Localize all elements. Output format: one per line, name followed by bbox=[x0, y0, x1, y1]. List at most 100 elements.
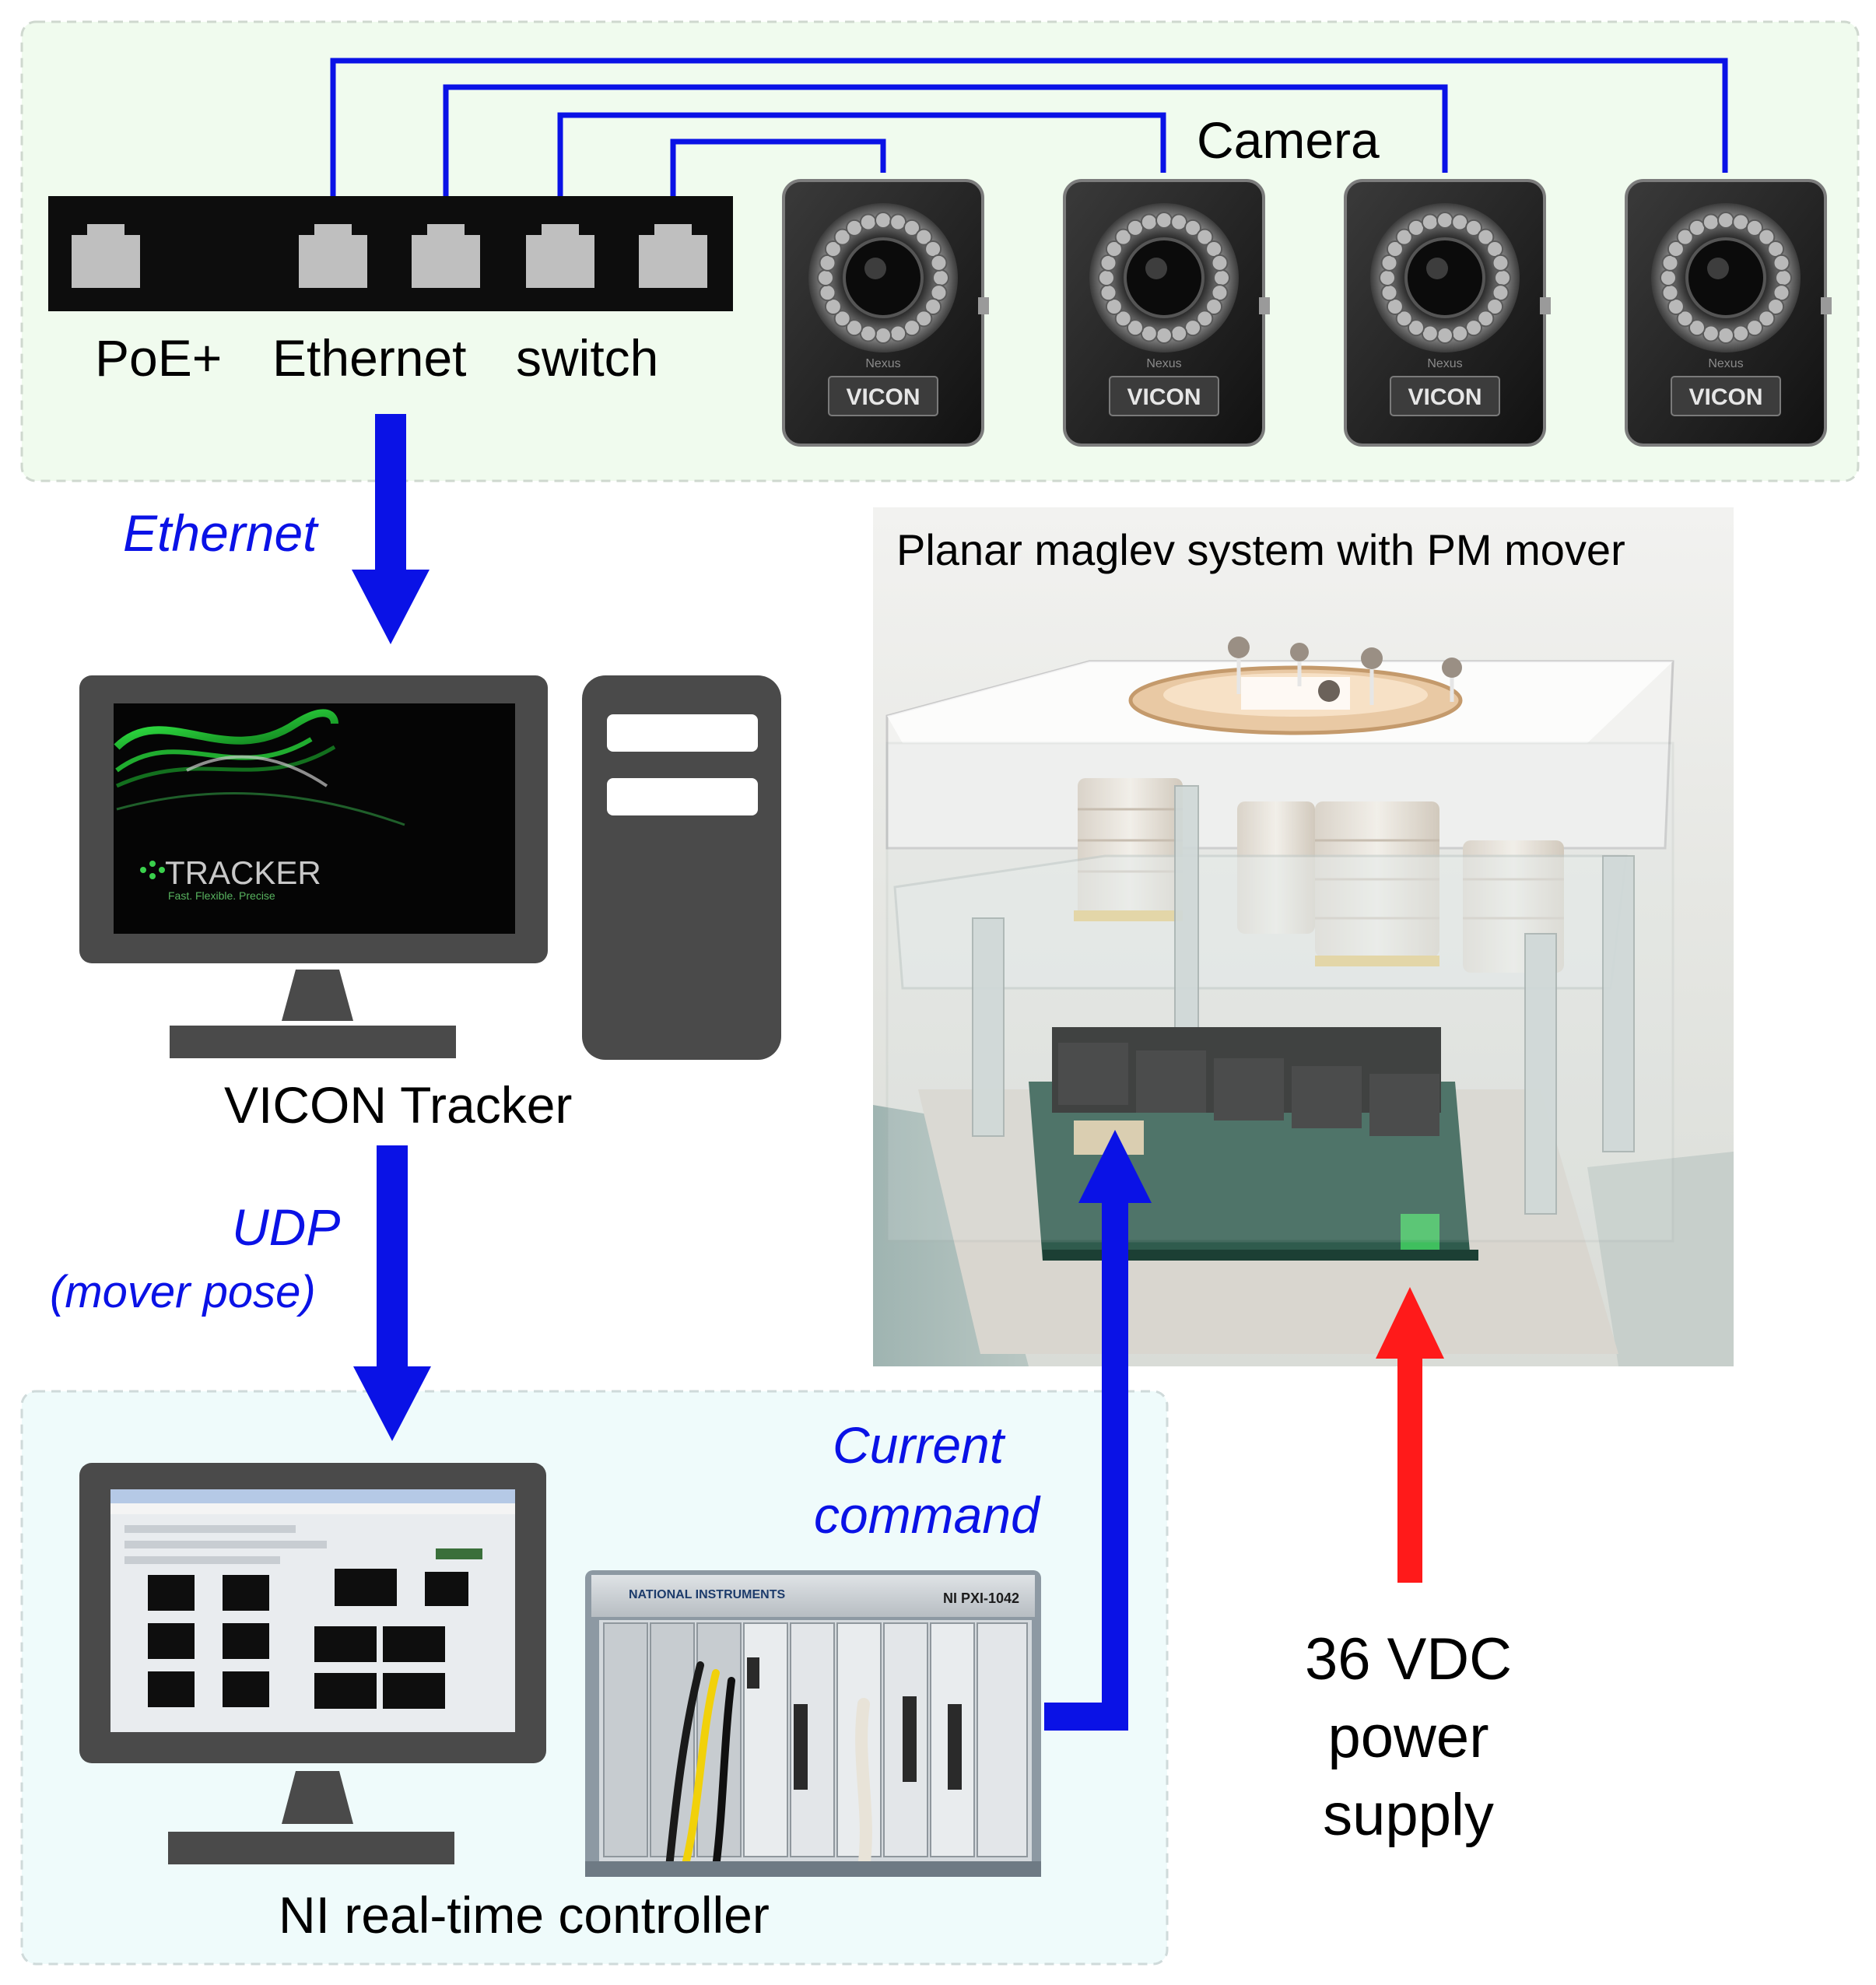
led bbox=[859, 213, 877, 231]
switch-body bbox=[48, 196, 733, 311]
camera-model: Nexus bbox=[1146, 357, 1181, 370]
led bbox=[1386, 240, 1404, 258]
camera-label: Camera bbox=[1197, 111, 1380, 169]
udp-arrow bbox=[353, 1145, 431, 1441]
camera-lens bbox=[1124, 237, 1204, 318]
led bbox=[932, 269, 949, 286]
tracker-logo: TRACKER bbox=[165, 854, 321, 891]
camera-mount bbox=[1540, 297, 1551, 314]
led bbox=[1676, 228, 1694, 246]
led bbox=[924, 298, 942, 315]
led bbox=[1451, 324, 1469, 342]
led bbox=[915, 228, 933, 246]
led bbox=[1205, 298, 1223, 315]
camera-badge bbox=[1109, 376, 1219, 416]
maglev-photo: Planar maglev system with PM mover bbox=[873, 507, 1734, 1366]
current-label: Current bbox=[833, 1416, 1006, 1474]
ni-controller-label: NI real-time controller bbox=[279, 1886, 770, 1944]
led bbox=[1380, 284, 1398, 302]
led bbox=[1746, 219, 1763, 237]
switch-ports bbox=[72, 224, 707, 288]
led bbox=[903, 219, 920, 237]
led bbox=[1660, 269, 1677, 286]
floor-right bbox=[1587, 1152, 1734, 1366]
camera-cables bbox=[330, 58, 1728, 222]
led bbox=[1395, 228, 1413, 246]
camera-model: Nexus bbox=[1427, 357, 1462, 370]
led bbox=[1477, 228, 1495, 246]
led bbox=[1421, 213, 1439, 231]
led bbox=[1732, 324, 1750, 342]
vicon-pc: TRACKER Fast. Flexible. Precise bbox=[79, 675, 781, 1060]
tracker-tagline: Fast. Flexible. Precise bbox=[168, 889, 275, 902]
power-label-3: supply bbox=[1323, 1782, 1494, 1848]
tower-bay-1 bbox=[607, 714, 758, 752]
cable-camera-3 bbox=[443, 84, 1448, 222]
command-label: command bbox=[814, 1486, 1041, 1544]
maglev-title: Planar maglev system with PM mover bbox=[896, 525, 1625, 574]
led bbox=[846, 319, 863, 337]
ni-pxi-chassis: NATIONAL INSTRUMENTS NI PXI-1042 bbox=[585, 1570, 1041, 1877]
poe-label: PoE+ bbox=[95, 329, 222, 387]
tracking-markers bbox=[1228, 637, 1462, 705]
camera-mount bbox=[978, 297, 989, 314]
lens-glint bbox=[1426, 258, 1448, 279]
led bbox=[915, 310, 933, 328]
led bbox=[1155, 327, 1173, 344]
led bbox=[1140, 213, 1158, 231]
camera-brand: VICON bbox=[1127, 384, 1201, 410]
led bbox=[1767, 298, 1785, 315]
led bbox=[1408, 319, 1425, 337]
ethernet-arrow bbox=[352, 414, 430, 644]
camera-lens bbox=[1404, 237, 1485, 318]
led bbox=[1436, 212, 1453, 229]
pxi-cables bbox=[665, 1661, 872, 1874]
led bbox=[930, 254, 948, 272]
tower-bay-2 bbox=[607, 778, 758, 815]
ethernet-label: Ethernet bbox=[272, 329, 467, 387]
camera-badge bbox=[1390, 376, 1500, 416]
led bbox=[1477, 310, 1495, 328]
power-label-1: 36 VDC bbox=[1305, 1626, 1512, 1692]
camera-model: Nexus bbox=[1708, 357, 1743, 370]
camera-brand: VICON bbox=[1408, 384, 1482, 410]
power-label-2: power bbox=[1328, 1704, 1489, 1770]
led bbox=[1114, 228, 1132, 246]
led bbox=[1688, 319, 1706, 337]
ethernet-link-label: Ethernet bbox=[123, 504, 319, 562]
labview-monitor-stand bbox=[282, 1771, 353, 1824]
led bbox=[817, 269, 834, 286]
mover-pose-label: (mover pose) bbox=[50, 1267, 316, 1317]
camera-brand: VICON bbox=[846, 384, 920, 410]
pxi-brand: NATIONAL INSTRUMENTS bbox=[629, 1588, 786, 1601]
led bbox=[875, 327, 892, 344]
led bbox=[1105, 240, 1123, 258]
tracker-monitor-stand bbox=[282, 970, 353, 1021]
led bbox=[833, 228, 851, 246]
tracker-monitor-base bbox=[170, 1026, 456, 1058]
camera-mount bbox=[1259, 297, 1270, 314]
tracker-tower bbox=[582, 675, 781, 1060]
port-1 bbox=[72, 224, 140, 288]
led bbox=[1213, 269, 1230, 286]
led bbox=[824, 240, 842, 258]
led bbox=[1196, 228, 1214, 246]
current-command-arrow bbox=[1044, 1130, 1152, 1731]
led bbox=[1211, 254, 1229, 272]
led bbox=[1486, 298, 1504, 315]
front-acrylic bbox=[885, 742, 1674, 1243]
port-4 bbox=[526, 224, 594, 288]
lens-glint bbox=[864, 258, 886, 279]
led bbox=[1667, 240, 1685, 258]
power-arrow bbox=[1376, 1287, 1444, 1583]
port-3 bbox=[412, 224, 480, 288]
led bbox=[1196, 310, 1214, 328]
camera-mount bbox=[1821, 297, 1832, 314]
led bbox=[1758, 228, 1776, 246]
